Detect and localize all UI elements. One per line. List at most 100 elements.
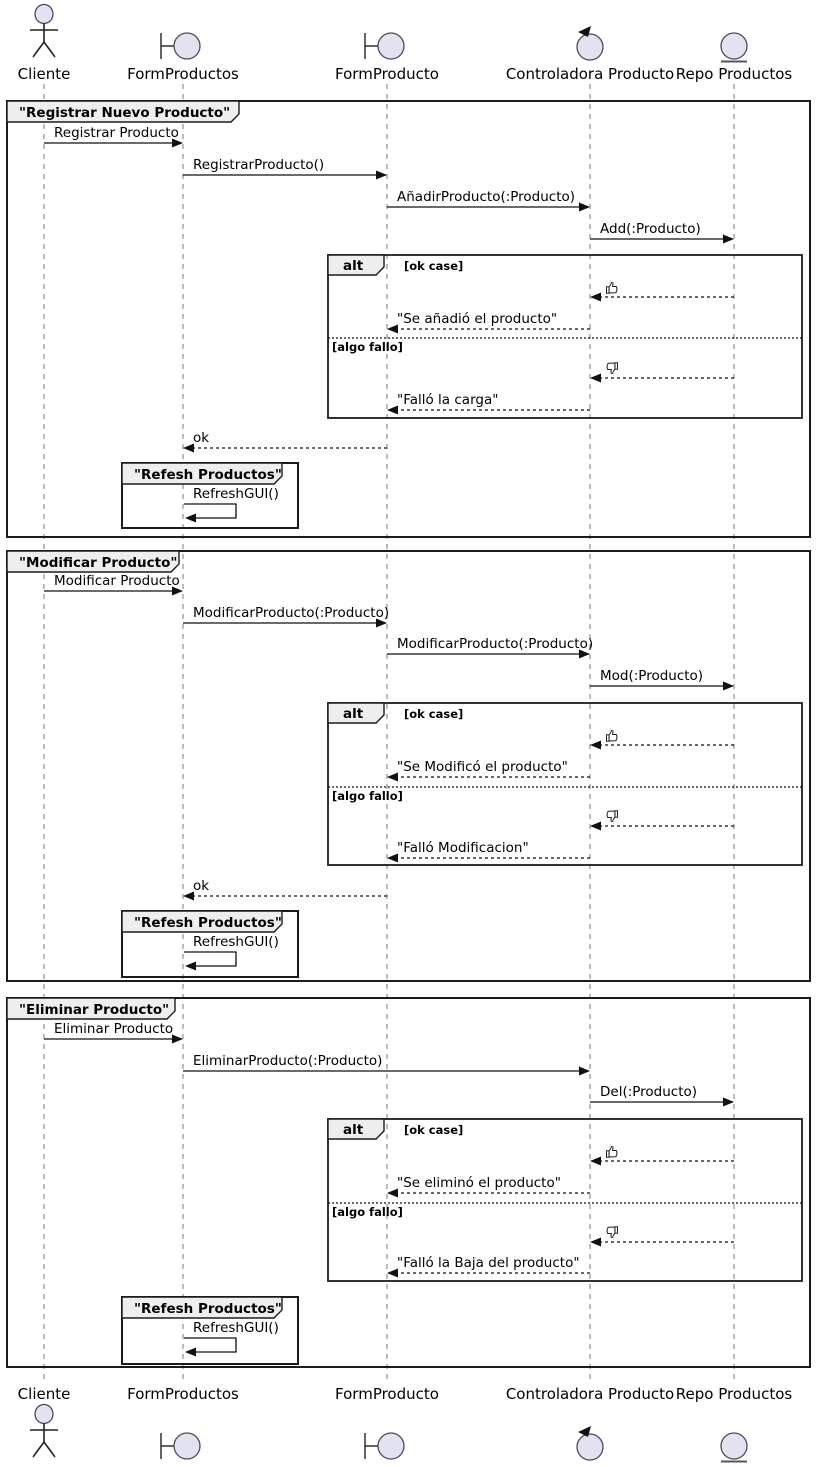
frame-tab [327,254,385,276]
self-message-line [184,503,237,519]
message-label: ModificarProducto(:Producto) [397,636,593,652]
alt-guard-ok: [ok case] [404,707,463,721]
ref-frame-title: "Refesh Productos" [134,467,282,483]
message-label: "Falló la carga" [397,392,498,408]
participant-label-bottom: FormProductos [127,1385,239,1403]
arrowhead [590,740,601,750]
group-frame [6,550,811,982]
message-label: RegistrarProducto() [193,157,324,173]
self-message-label: RefreshGUI() [193,1320,279,1336]
thumbs-down-icon [606,362,618,375]
message-label: "Se añadió el producto" [397,311,557,327]
ref-frame-title: "Refesh Productos" [134,1301,282,1317]
entity-icon [720,32,748,63]
self-message-line [184,1337,237,1353]
arrowhead [387,853,398,863]
arrowhead [723,1097,734,1107]
control-icon [576,26,604,61]
participant-label-top: Cliente [18,65,71,83]
message-label: Del(:Producto) [600,1084,697,1100]
line [32,1441,45,1458]
arrowhead [579,649,590,659]
frame-tab [6,550,180,573]
boundary-icon [160,32,201,60]
message-label: Add(:Producto) [600,221,701,237]
alt-label: alt [343,706,364,722]
boundary-icon [364,32,405,60]
arrowhead [387,1268,398,1278]
arrowhead [172,586,183,596]
arrowhead [376,170,387,180]
group-frame-title: "Eliminar Producto" [19,1002,169,1018]
group-frame-title: "Modificar Producto" [19,555,177,571]
message-label: AñadirProducto(:Producto) [397,189,575,205]
alt-frame [327,1118,803,1282]
frame-tab [327,1118,385,1140]
frame-tab [6,100,240,123]
arrowhead [183,891,194,901]
alt-guard-fail: [algo fallo] [332,789,403,803]
ref-frame-title: "Refesh Productos" [134,915,282,931]
participant-label-top: Controladora Producto [506,65,674,83]
arrowhead [387,324,398,334]
message-label: "Falló Modificacion" [397,840,529,856]
participant-label-top: FormProductos [127,65,239,83]
participant-label-bottom: Cliente [18,1385,71,1403]
thumbs-up-icon [606,1145,618,1158]
arrowhead [723,234,734,244]
participant-label-bottom: Repo Productos [676,1385,793,1403]
boundary-icon [364,1432,405,1460]
arrowhead [590,1156,601,1166]
arrowhead [185,513,196,523]
participant-label-top: FormProducto [335,65,439,83]
arrowhead [579,1066,590,1076]
arrowhead [185,1347,196,1357]
line [43,1441,56,1458]
arrowhead [183,443,194,453]
self-message-line [184,951,237,967]
alt-frame [327,254,803,419]
frame-tab [121,910,283,933]
participant-label-top: Repo Productos [676,65,793,83]
control-icon [576,1426,604,1461]
message-label: ok [193,430,209,446]
alt-guard-ok: [ok case] [404,1123,463,1137]
line [32,41,45,58]
message-label: "Se eliminó el producto" [397,1175,561,1191]
message-label: EliminarProducto(:Producto) [193,1053,382,1069]
arrowhead [172,138,183,148]
participant-label-bottom: Controladora Producto [506,1385,674,1403]
message-label: "Falló la Baja del producto" [397,1255,580,1271]
arrowhead [590,292,601,302]
frame-tab [121,1296,283,1319]
alt-guard-ok: [ok case] [404,259,463,273]
arrowhead [387,772,398,782]
frame-tab [6,997,176,1020]
actor-icon [30,1403,58,1458]
message-label: Mod(:Producto) [600,668,703,684]
arrowhead [387,1188,398,1198]
alt-label: alt [343,1122,364,1138]
boundary-icon [160,1432,201,1460]
alt-label: alt [343,258,364,274]
arrowhead [387,405,398,415]
actor-icon [30,3,58,58]
message-label: Eliminar Producto [54,1021,173,1037]
group-frame [6,100,811,538]
arrowhead [590,1237,601,1247]
arrowhead [590,373,601,383]
arrowhead [590,821,601,831]
thumbs-down-icon [606,810,618,823]
message-label: Registrar Producto [54,125,179,141]
frame-tab [327,702,385,724]
arrowhead [172,1034,183,1044]
arrowhead [723,681,734,691]
arrowhead [185,961,196,971]
line [43,41,56,58]
arrowhead [376,618,387,628]
self-message-label: RefreshGUI() [193,486,279,502]
group-frame-title: "Registrar Nuevo Producto" [19,105,230,121]
thumbs-up-icon [606,281,618,294]
